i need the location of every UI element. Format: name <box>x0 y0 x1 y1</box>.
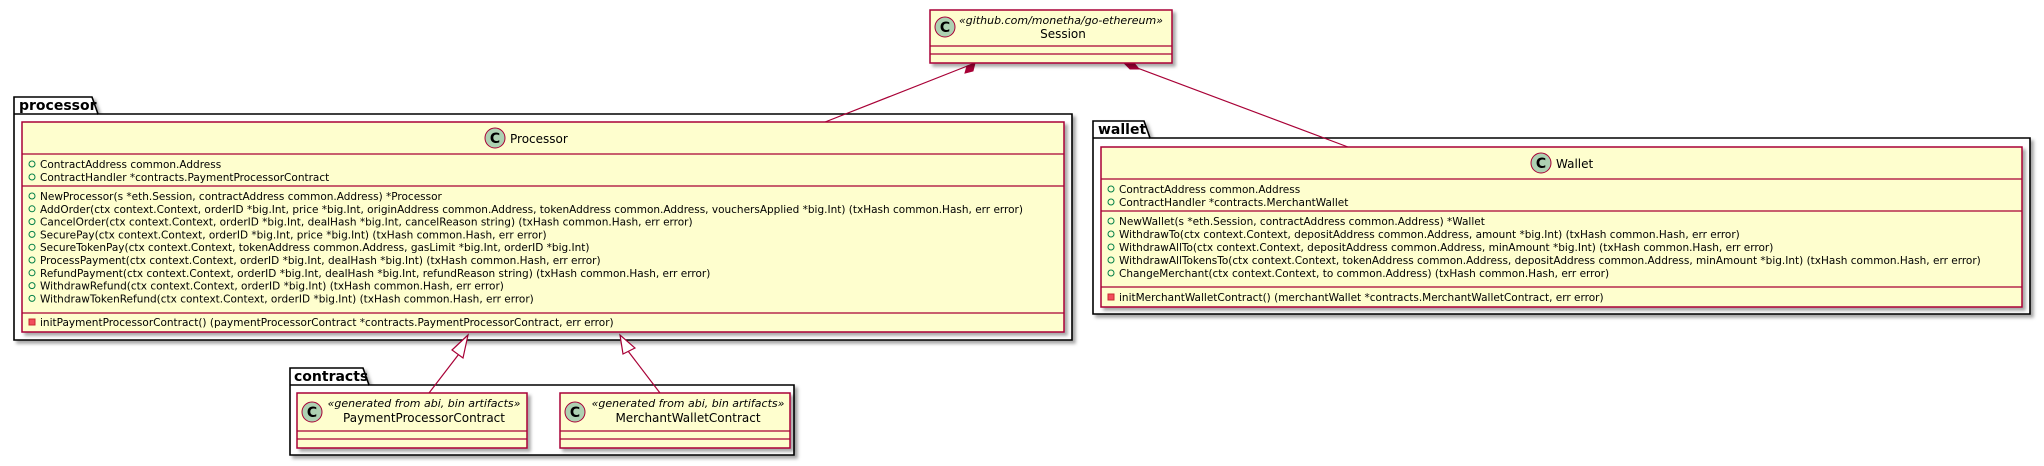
public-visibility-icon <box>28 269 36 277</box>
svg-text:C: C <box>1536 156 1546 172</box>
method-list: NewWallet(s *eth.Session, contractAddres… <box>1107 216 1981 280</box>
private-method: initPaymentProcessorContract() (paymentP… <box>40 317 614 329</box>
class-c-icon <box>1530 152 1552 174</box>
private-method-list: initMerchantWalletContract() (merchantWa… <box>1107 292 1604 304</box>
member-row: NewProcessor(s *eth.Session, contractAdd… <box>40 191 443 203</box>
member-row: WithdrawTokenRefund(ctx context.Context,… <box>40 293 534 305</box>
member-row: ContractHandler *contracts.MerchantWalle… <box>1119 197 1348 209</box>
public-visibility-icon <box>1107 217 1115 225</box>
member-row: ContractHandler *contracts.PaymentProces… <box>40 172 329 184</box>
class-c-icon <box>564 401 586 423</box>
class-wallet: C Wallet ContractAddress common.AddressC… <box>1100 146 2023 308</box>
private-method: initMerchantWalletContract() (merchantWa… <box>1119 292 1604 304</box>
member-row: WithdrawRefund(ctx context.Context, orde… <box>40 281 504 293</box>
class-c-icon <box>934 16 956 38</box>
public-visibility-icon <box>28 205 36 213</box>
class-name: Wallet <box>1556 157 1594 171</box>
class-stereotype: «generated from abi, bin artifacts» <box>328 397 521 410</box>
public-visibility-icon <box>28 256 36 264</box>
member-row: ProcessPayment(ctx context.Context, orde… <box>40 255 601 267</box>
public-visibility-icon <box>1107 185 1115 193</box>
public-visibility-icon <box>28 230 36 238</box>
package-processor-label: processor <box>19 98 97 114</box>
composition-diamond-icon <box>1122 62 1141 70</box>
member-row: SecurePay(ctx context.Context, orderID *… <box>40 229 547 241</box>
link-processor-merchant-wallet-contract <box>619 333 661 394</box>
public-visibility-icon <box>1107 230 1115 238</box>
link-session-wallet <box>1122 62 1349 148</box>
public-visibility-icon <box>1107 198 1115 206</box>
field-list: ContractAddress common.AddressContractHa… <box>1107 184 1348 209</box>
member-row: ContractAddress common.Address <box>40 159 221 171</box>
field-list: ContractAddress common.AddressContractHa… <box>28 159 329 184</box>
public-visibility-icon <box>28 192 36 200</box>
class-name: MerchantWalletContract <box>615 411 760 425</box>
member-row: NewWallet(s *eth.Session, contractAddres… <box>1119 216 1485 228</box>
public-visibility-icon <box>28 218 36 226</box>
inheritance-arrow-icon <box>619 333 637 355</box>
private-visibility-icon <box>28 318 36 326</box>
svg-text:C: C <box>307 405 317 421</box>
package-wallet-label: wallet <box>1098 122 1146 138</box>
public-visibility-icon <box>1107 256 1115 264</box>
link-session-processor <box>819 62 976 125</box>
class-stereotype: «github.com/monetha/go-ethereum» <box>959 14 1163 27</box>
svg-text:C: C <box>490 131 500 147</box>
package-contracts-label: contracts <box>294 369 368 385</box>
composition-diamond-icon <box>964 62 976 74</box>
class-processor: C Processor ContractAddress common.Addre… <box>21 121 1065 333</box>
svg-text:C: C <box>940 20 950 36</box>
public-visibility-icon <box>28 160 36 168</box>
class-merchant-wallet-contract: C «generated from abi, bin artifacts» Me… <box>559 392 791 449</box>
public-visibility-icon <box>28 173 36 181</box>
class-stereotype: «generated from abi, bin artifacts» <box>592 397 785 410</box>
public-visibility-icon <box>1107 243 1115 251</box>
member-row: ContractAddress common.Address <box>1119 184 1300 196</box>
public-visibility-icon <box>28 282 36 290</box>
method-list: NewProcessor(s *eth.Session, contractAdd… <box>28 191 1023 305</box>
member-row: SecureTokenPay(ctx context.Context, toke… <box>40 242 589 254</box>
class-c-icon <box>301 401 323 423</box>
member-row: ChangeMerchant(ctx context.Context, to c… <box>1119 268 1609 280</box>
public-visibility-icon <box>28 294 36 302</box>
class-name: Processor <box>510 132 568 146</box>
class-name: PaymentProcessorContract <box>343 411 505 425</box>
inheritance-arrow-icon <box>451 333 469 360</box>
class-c-icon <box>484 127 506 149</box>
member-row: CancelOrder(ctx context.Context, orderID… <box>40 217 693 229</box>
public-visibility-icon <box>28 243 36 251</box>
member-row: AddOrder(ctx context.Context, orderID *b… <box>40 204 1023 216</box>
svg-text:C: C <box>570 405 580 421</box>
member-row: RefundPayment(ctx context.Context, order… <box>40 268 710 280</box>
member-row: WithdrawAllTo(ctx context.Context, depos… <box>1119 242 1773 254</box>
class-payment-processor-contract: C «generated from abi, bin artifacts» Pa… <box>296 392 528 449</box>
class-session: C «github.com/monetha/go-ethereum» Sessi… <box>929 9 1173 64</box>
private-visibility-icon <box>1107 293 1115 301</box>
public-visibility-icon <box>1107 269 1115 277</box>
member-row: WithdrawTo(ctx context.Context, depositA… <box>1119 229 1740 241</box>
member-row: WithdrawAllTokensTo(ctx context.Context,… <box>1119 255 1981 267</box>
class-name: Session <box>1040 27 1086 41</box>
private-method-list: initPaymentProcessorContract() (paymentP… <box>28 317 614 329</box>
link-processor-payment-processor-contract <box>428 333 469 394</box>
